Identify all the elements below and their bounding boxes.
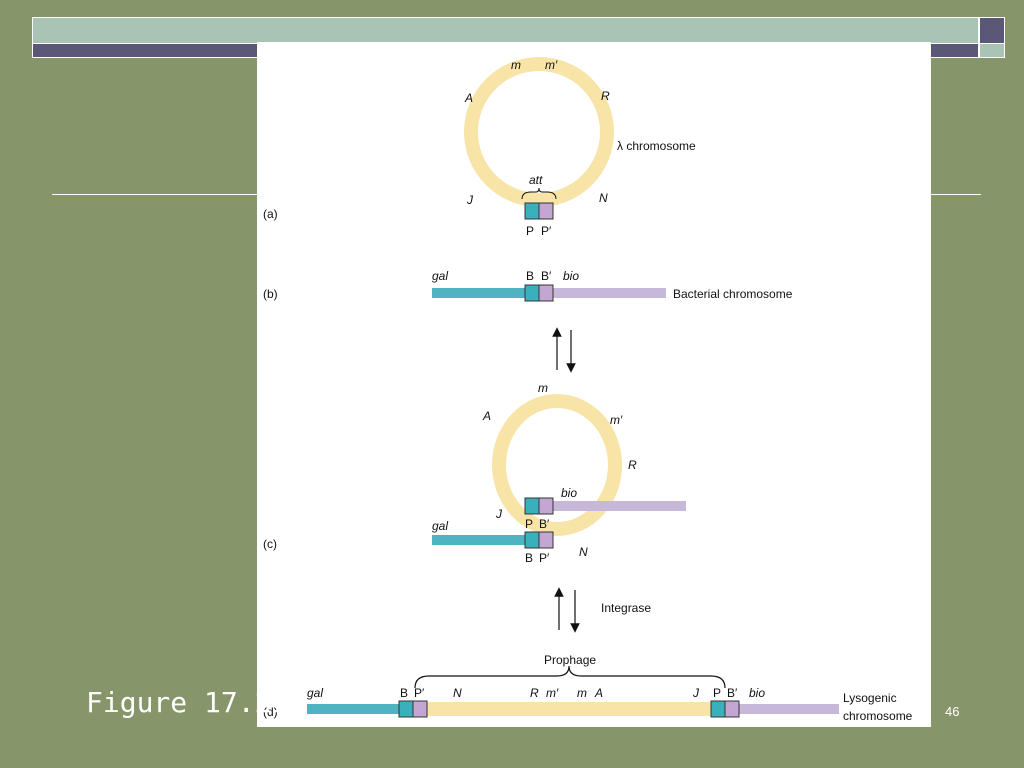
integrase-label: Integrase — [601, 601, 651, 615]
site-P-label: P — [526, 224, 534, 238]
site-B-prime — [538, 284, 554, 302]
site-B-prime-d — [724, 700, 740, 718]
gene-A-d: A — [594, 686, 603, 700]
site-B-prime-c — [538, 497, 554, 515]
site-B-label: B — [526, 269, 534, 283]
gene-A-c: A — [482, 409, 491, 423]
gene-m-c: m — [538, 381, 548, 395]
prophage-label: Prophage — [544, 653, 596, 667]
gene-R: R — [601, 89, 610, 103]
gene-J: J — [466, 193, 474, 207]
site-B-prime-d-label: B′ — [727, 686, 738, 700]
lysogenic-label-line2: chromosome — [843, 709, 913, 723]
figure-caption: Figure 17.21 — [86, 686, 289, 719]
bio-label-c: bio — [561, 486, 577, 500]
site-P-d-label: P — [713, 686, 721, 700]
bio-label-d: bio — [749, 686, 765, 700]
lambda-loop — [492, 394, 622, 536]
bio-segment — [553, 288, 666, 298]
lambda-integration-figure: (a) m m′ A R J N att P P′ λ chromosome (… — [257, 42, 931, 727]
bacterial-chromosome-label: Bacterial chromosome — [673, 287, 793, 301]
gal-label-c: gal — [432, 519, 448, 533]
att-label: att — [529, 173, 543, 187]
slide-number: 46 — [945, 704, 960, 719]
site-B-prime-label: B′ — [541, 269, 552, 283]
gal-label-d: gal — [307, 686, 323, 700]
panel-b-tag: (b) — [263, 287, 278, 301]
gal-segment-c — [432, 535, 525, 545]
bio-segment-c — [553, 501, 686, 511]
site-B-d — [398, 700, 414, 718]
panel-a-tag: (a) — [263, 207, 278, 221]
bio-label: bio — [563, 269, 579, 283]
lambda-chromosome-label: λ chromosome — [617, 139, 696, 153]
gene-R-d: R — [530, 686, 539, 700]
bio-segment-d — [739, 704, 839, 714]
prophage-segment — [427, 702, 711, 716]
site-B-c — [524, 531, 540, 549]
site-P-c — [524, 497, 540, 515]
site-B-prime-c-label: B′ — [539, 517, 550, 531]
gene-m-prime-d: m′ — [546, 686, 559, 700]
site-P-prime — [538, 202, 554, 220]
gal-label: gal — [432, 269, 448, 283]
gene-N: N — [599, 191, 608, 205]
att-brace — [521, 187, 557, 200]
gene-m-prime: m′ — [545, 58, 558, 72]
figure-diagram: (a) m m′ A R J N att P P′ λ chromosome (… — [263, 57, 913, 723]
gene-N-c: N — [579, 545, 588, 559]
gene-m: m — [511, 58, 521, 72]
site-P-d — [710, 700, 726, 718]
gene-m-prime-c: m′ — [610, 413, 623, 427]
site-P-prime-c — [538, 531, 554, 549]
corner-square-dark — [979, 17, 1005, 44]
gene-J-c: J — [495, 507, 503, 521]
lysogenic-label-line1: Lysogenic — [843, 691, 897, 705]
site-B-d-label: B — [400, 686, 408, 700]
site-P — [524, 202, 540, 220]
corner-square-light — [979, 43, 1005, 58]
title-band-light — [32, 17, 979, 44]
site-P-c-label: P — [525, 517, 533, 531]
gene-m-d: m — [577, 686, 587, 700]
site-P-prime-d-label: P′ — [414, 686, 425, 700]
gal-segment-d — [307, 704, 399, 714]
gene-J-d: J — [692, 686, 700, 700]
prophage-brace — [414, 665, 726, 689]
gene-R-c: R — [628, 458, 637, 472]
gene-N-d: N — [453, 686, 462, 700]
lambda-circle — [464, 57, 614, 207]
panel-d-tag: (d) — [263, 705, 278, 719]
site-B — [524, 284, 540, 302]
site-P-prime-c-label: P′ — [539, 551, 550, 565]
site-P-prime-label: P′ — [541, 224, 552, 238]
site-B-c-label: B — [525, 551, 533, 565]
panel-c-tag: (c) — [263, 537, 277, 551]
gal-segment — [432, 288, 525, 298]
gene-A: A — [464, 91, 473, 105]
site-P-prime-d — [412, 700, 428, 718]
